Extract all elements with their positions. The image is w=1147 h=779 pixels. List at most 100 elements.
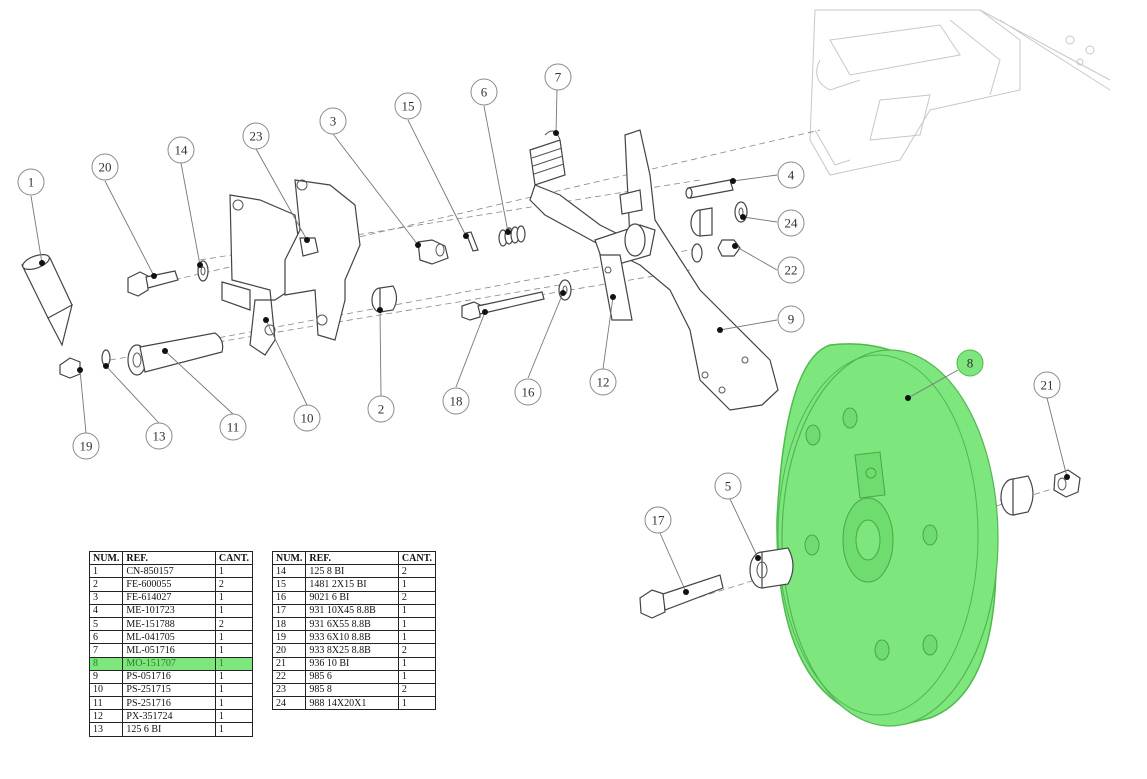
part-10-bracket[interactable] <box>221 194 301 356</box>
cell-cant: 2 <box>214 577 254 592</box>
cell-ref: FE-600055 <box>122 577 216 592</box>
cell-cant: 1 <box>397 577 437 592</box>
cell-num: 19 <box>271 630 307 645</box>
cell-num: 18 <box>271 616 307 632</box>
callout-6[interactable]: 6 <box>470 78 498 106</box>
callout-2[interactable]: 2 <box>367 395 395 423</box>
cell-num: 20 <box>271 643 307 658</box>
callout-22[interactable]: 22 <box>777 256 805 284</box>
part-22-nut[interactable] <box>691 239 741 263</box>
callout-11[interactable]: 11 <box>219 413 247 441</box>
cell-cant: 2 <box>397 643 437 658</box>
header-cant: CANT. <box>214 550 254 566</box>
callout-3[interactable]: 3 <box>319 107 347 135</box>
part-3-knob[interactable] <box>417 239 449 265</box>
callout-10[interactable]: 10 <box>293 404 321 432</box>
part-17-bolt[interactable] <box>639 574 724 619</box>
callout-17[interactable]: 17 <box>644 506 672 534</box>
callout-23[interactable]: 23 <box>242 122 270 150</box>
callout-13[interactable]: 13 <box>145 422 173 450</box>
callout-16[interactable]: 16 <box>514 378 542 406</box>
cell-num: 17 <box>271 603 307 618</box>
part-19-small-bolt[interactable] <box>59 357 81 379</box>
cell-ref: 125 6 BI <box>122 722 216 737</box>
part-20-bolt[interactable] <box>127 270 179 297</box>
part-24-ring[interactable] <box>690 201 748 237</box>
callout-1[interactable]: 1 <box>17 168 45 196</box>
cell-num: 1 <box>88 564 124 579</box>
cell-cant: 1 <box>214 643 254 658</box>
svg-text:6: 6 <box>481 85 488 100</box>
part-11-pin[interactable] <box>127 332 224 376</box>
callout-14[interactable]: 14 <box>167 136 195 164</box>
part-5-spacer[interactable] <box>749 547 794 589</box>
callout-4[interactable]: 4 <box>777 161 805 189</box>
callout-leaders <box>30 89 1068 593</box>
part-2-bushing[interactable] <box>371 285 398 313</box>
cell-cant: 1 <box>214 630 254 645</box>
part-15-roll-pin[interactable] <box>465 231 479 252</box>
cell-num: 21 <box>271 656 307 671</box>
svg-text:9: 9 <box>788 312 795 327</box>
cell-cant: 2 <box>397 590 437 605</box>
cell-num: 3 <box>88 590 124 605</box>
callout-24[interactable]: 24 <box>777 209 805 237</box>
part-9-arm[interactable] <box>529 129 779 411</box>
cell-num: 4 <box>88 603 124 618</box>
callout-21[interactable]: 21 <box>1033 371 1061 399</box>
callout-19[interactable]: 19 <box>72 432 100 460</box>
callout-9[interactable]: 9 <box>777 305 805 333</box>
part-23-right-plate[interactable] <box>284 179 361 341</box>
callout-8[interactable]: 8 <box>956 349 984 377</box>
callout-7[interactable]: 7 <box>544 63 572 91</box>
part-18-long-bolt[interactable] <box>461 291 545 321</box>
callout-5[interactable]: 5 <box>714 472 742 500</box>
part-1-pointer-sleeve[interactable] <box>21 252 73 347</box>
callout-12[interactable]: 12 <box>589 368 617 396</box>
cell-cant: 2 <box>214 616 254 632</box>
svg-text:23: 23 <box>250 129 263 144</box>
part-8-wheel[interactable] <box>776 343 999 727</box>
part-12-plate[interactable] <box>599 254 633 321</box>
cell-cant: 2 <box>397 682 437 698</box>
part-6-spring[interactable] <box>498 225 526 247</box>
svg-text:7: 7 <box>555 70 562 85</box>
cell-ref: 125 8 BI <box>305 564 399 579</box>
svg-text:11: 11 <box>227 420 240 435</box>
svg-text:14: 14 <box>175 143 189 158</box>
part-21-bushing-nut[interactable] <box>1000 469 1081 516</box>
callout-20[interactable]: 20 <box>91 153 119 181</box>
callout-18[interactable]: 18 <box>442 387 470 415</box>
part-7-extension-spring[interactable] <box>529 130 566 186</box>
part-16-washer[interactable] <box>558 279 572 301</box>
part-4-pin[interactable] <box>685 179 734 199</box>
callout-15[interactable]: 15 <box>394 92 422 120</box>
cell-ref: 9021 6 BI <box>305 590 399 605</box>
